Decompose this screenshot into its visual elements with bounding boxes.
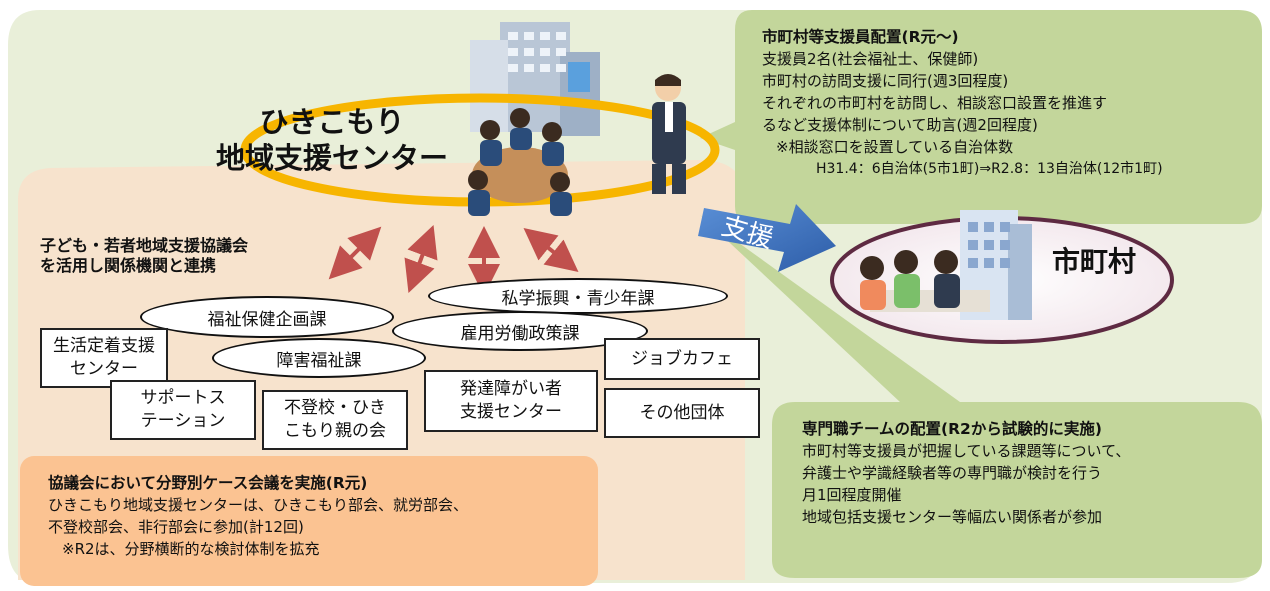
center-title-line2: 地域支援センター [215,141,448,175]
oval-shogai-fukushi: 障害福祉課 [212,338,426,378]
case-meeting: 協議会において分野別ケース会議を実施(R元) ひきこもり地域支援センターは、ひき… [48,472,468,560]
council-line1: 子ども・若者地域支援協議会 [40,236,249,255]
municipal-staff-line4: るなど支援体制について助言(週2回程度) [762,116,1038,134]
expert-team-callout [700,215,1262,578]
municipal-staff: 市町村等支援員配置(R元～) 支援員2名(社会福祉士、保健師) 市町村の訪問支援… [762,26,1163,180]
box-support-station: サポートス テーション [110,380,256,440]
center-title: ひきこもり 地域支援センター [212,104,452,176]
expert-team-line2: 弁護士や学識経験者等の専門職が検討を行う [802,464,1103,482]
council-line2: を活用し関係機関と連携 [40,256,217,275]
expert-team: 専門職チームの配置(R2から試験的に実施) 市町村等支援員が把握している課題等に… [802,418,1130,528]
case-meeting-box [20,456,598,586]
box-futoko: 不登校・ひき こもり親の会 [262,390,408,450]
municipal-staff-line1: 支援員2名(社会福祉士、保健師) [762,50,979,68]
council-text: 子ども・若者地域支援協議会 を活用し関係機関と連携 [40,236,248,276]
case-meeting-line3: ※R2は、分野横断的な検討体制を拡充 [62,540,320,558]
municipal-staff-heading: 市町村等支援員配置(R元～) [762,28,959,46]
case-meeting-line1: ひきこもり地域支援センターは、ひきこもり部会、就労部会、 [48,496,469,514]
oval-shigaku: 私学振興・青少年課 [428,278,728,314]
box-job-cafe: ジョブカフェ [604,338,760,380]
municipal-staff-line6: H31.4：6自治体(5市1町)⇒R2.8：13自治体(12市1町) [816,161,1163,177]
box-seikatsu-teichaku: 生活定着支援 センター [40,328,168,388]
box-hattatsu: 発達障がい者 支援センター [424,370,598,432]
oval-fukushi-hoken: 福祉保健企画課 [140,296,394,338]
expert-team-heading: 専門職チームの配置(R2から試験的に実施) [802,420,1102,438]
expert-team-line1: 市町村等支援員が把握している課題等について、 [802,442,1131,460]
municipal-staff-callout [700,10,1262,224]
case-meeting-heading: 協議会において分野別ケース会議を実施(R元) [48,474,368,492]
municipality-label: 市町村 [1052,245,1137,278]
support-arrow [698,204,836,272]
case-meeting-line2: 不登校部会、非行部会に参加(計12回) [48,518,304,536]
municipal-staff-line3: それぞれの市町村を訪問し、相談窓口設置を推進す [762,94,1108,112]
municipal-staff-line5: ※相談窓口を設置している自治体数 [776,138,1014,156]
municipal-staff-line2: 市町村の訪問支援に同行(週3回程度) [762,72,1009,90]
expert-team-line4: 地域包括支援センター等幅広い関係者が参加 [802,508,1103,526]
center-title-line1: ひきこもり [259,105,405,139]
box-others: その他団体 [604,388,760,438]
expert-team-line3: 月1回程度開催 [802,486,902,504]
